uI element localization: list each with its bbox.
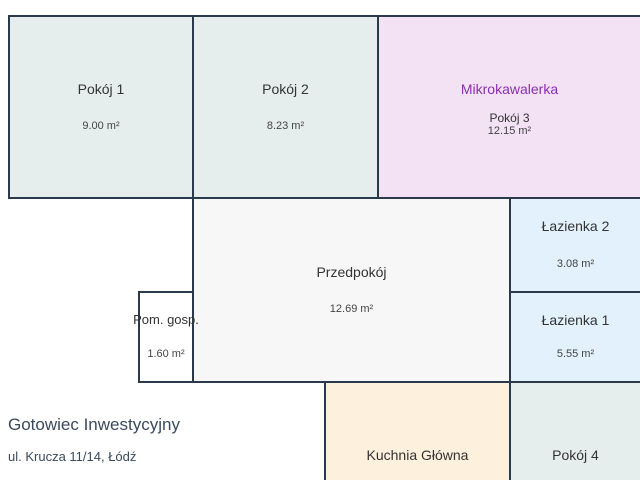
room-name: Łazienka 1 bbox=[541, 312, 610, 328]
room-area: 5.55 m² bbox=[556, 348, 595, 360]
company-address: ul. Krucza 11/14, Łódź bbox=[8, 449, 137, 464]
room-pom-gosp: Pom. gosp. 1.60 m² bbox=[133, 291, 199, 383]
room-pokoj-1: Pokój 1 9.00 m² bbox=[8, 15, 194, 199]
company-name: Gotowiec Inwestycyjny bbox=[8, 415, 180, 434]
room-name: Przedpokój bbox=[316, 264, 387, 280]
room-area: 1.60 m² bbox=[147, 348, 185, 360]
room-area: 9.00 m² bbox=[82, 120, 120, 132]
room-przedpokoj: Przedpokój 12.69 m² bbox=[192, 197, 511, 383]
room-name: Łazienka 2 bbox=[541, 218, 610, 234]
room-area: 12.15 m² bbox=[487, 125, 532, 137]
room-lazienka-2: Łazienka 2 3.08 m² bbox=[509, 197, 640, 293]
room-name: Pokój 1 bbox=[77, 81, 125, 97]
room-pokoj-3: Mikrokawalerka Pokój 3 12.15 m² bbox=[377, 15, 640, 199]
room-pokoj-4: Pokój 4 bbox=[509, 381, 640, 480]
room-highlight-label: Mikrokawalerka bbox=[460, 81, 559, 97]
room-area: 12.69 m² bbox=[329, 303, 374, 315]
room-name: Pokój 3 bbox=[489, 111, 530, 125]
room-lazienka-1: Łazienka 1 5.55 m² bbox=[509, 291, 640, 383]
room-name: Kuchnia Główna bbox=[366, 447, 469, 463]
room-name: Pokój 4 bbox=[552, 447, 599, 463]
room-pokoj-2: Pokój 2 8.23 m² bbox=[192, 15, 379, 199]
room-kuchnia-glowna: Kuchnia Główna bbox=[324, 381, 511, 480]
room-name: Pokój 2 bbox=[262, 81, 309, 97]
room-area: 3.08 m² bbox=[556, 258, 595, 270]
room-area: 8.23 m² bbox=[266, 120, 305, 132]
room-name: Pom. gosp. bbox=[133, 312, 199, 327]
